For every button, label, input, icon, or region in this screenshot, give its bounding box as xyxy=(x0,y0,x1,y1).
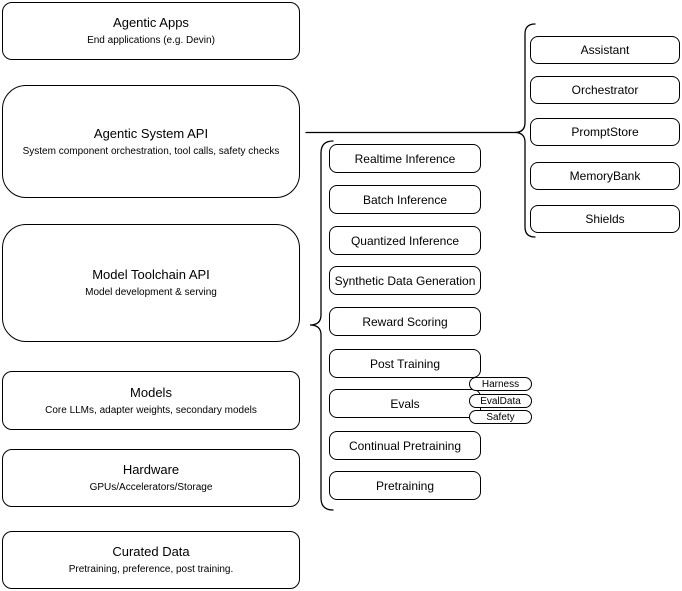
service-box-synthetic-data-generation: Synthetic Data Generation xyxy=(329,266,481,295)
eval-tag-label: EvalData xyxy=(480,395,521,407)
layer-box-agentic-system-api: Agentic System API System component orch… xyxy=(2,85,300,198)
service-box-reward-scoring: Reward Scoring xyxy=(329,307,481,336)
system-components-brace xyxy=(514,23,536,238)
eval-tag-label: Safety xyxy=(486,411,515,423)
layer-box-model-toolchain-api: Model Toolchain API Model development & … xyxy=(2,224,300,342)
component-box-promptstore: PromptStore xyxy=(530,118,680,146)
layer-title: Agentic Apps xyxy=(113,15,189,30)
service-box-realtime-inference: Realtime Inference xyxy=(329,144,481,173)
layer-box-models: Models Core LLMs, adapter weights, secon… xyxy=(2,371,300,430)
layer-subtitle: Pretraining, preference, post training. xyxy=(68,564,234,575)
eval-tag-evaldata: EvalData xyxy=(469,394,532,408)
layer-title: Curated Data xyxy=(112,544,190,559)
component-label: MemoryBank xyxy=(569,169,641,183)
component-label: PromptStore xyxy=(571,125,639,139)
eval-tag-label: Harness xyxy=(481,378,520,390)
layer-subtitle: GPUs/Accelerators/Storage xyxy=(89,482,213,493)
layer-title: Agentic System API xyxy=(93,125,209,141)
component-box-shields: Shields xyxy=(530,205,680,233)
service-label: Evals xyxy=(390,396,420,411)
service-label: Continual Pretraining xyxy=(348,438,462,453)
service-label: Pretraining xyxy=(375,478,435,493)
component-box-assistant: Assistant xyxy=(530,36,680,64)
service-box-pretraining: Pretraining xyxy=(329,471,481,500)
layer-subtitle: Core LLMs, adapter weights, secondary mo… xyxy=(45,404,257,416)
layer-title: Model Toolchain API xyxy=(92,267,210,282)
layer-box-curated-data: Curated Data Pretraining, preference, po… xyxy=(2,531,300,589)
service-box-batch-inference: Batch Inference xyxy=(329,185,481,214)
service-box-quantized-inference: Quantized Inference xyxy=(329,226,481,255)
layer-subtitle: Model development & serving xyxy=(85,287,217,298)
service-label: Batch Inference xyxy=(362,192,448,207)
layer-title: Models xyxy=(130,384,172,400)
layer-subtitle: System component orchestration, tool cal… xyxy=(22,145,280,157)
service-box-evals: Evals xyxy=(329,389,481,418)
eval-tag-harness: Harness xyxy=(469,377,532,391)
service-label: Post Training xyxy=(369,356,441,371)
service-label: Realtime Inference xyxy=(354,151,456,166)
component-box-memorybank: MemoryBank xyxy=(530,162,680,190)
service-label: Synthetic Data Generation xyxy=(334,273,476,288)
component-label: Orchestrator xyxy=(571,83,639,97)
service-box-post-training: Post Training xyxy=(329,349,481,378)
service-label: Reward Scoring xyxy=(362,314,448,329)
eval-tag-safety: Safety xyxy=(469,410,532,424)
component-box-orchestrator: Orchestrator xyxy=(530,76,680,104)
component-label: Shields xyxy=(585,212,625,226)
layer-box-agentic-apps: Agentic Apps End applications (e.g. Devi… xyxy=(2,2,300,60)
layer-title: Hardware xyxy=(122,462,180,477)
layer-subtitle: End applications (e.g. Devin) xyxy=(87,35,215,46)
toolchain-services-brace xyxy=(309,140,334,511)
layer-box-hardware: Hardware GPUs/Accelerators/Storage xyxy=(2,449,300,507)
component-label: Assistant xyxy=(580,43,630,57)
service-box-continual-pretraining: Continual Pretraining xyxy=(329,431,481,460)
service-label: Quantized Inference xyxy=(350,233,460,248)
